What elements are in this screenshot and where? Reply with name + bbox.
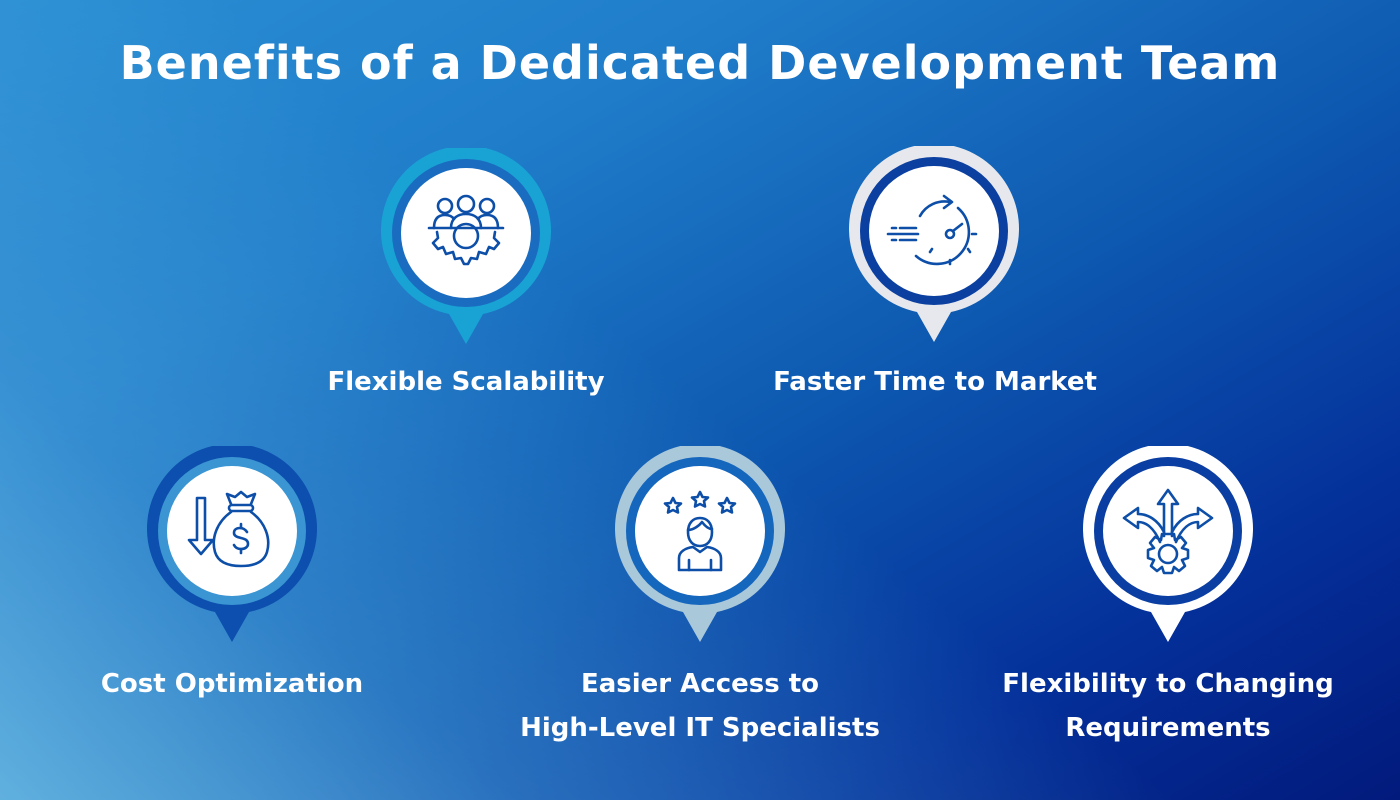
- label-line-2: High-Level IT Specialists: [520, 713, 880, 743]
- icon-circle: [635, 466, 765, 596]
- icon-circle: [167, 466, 297, 596]
- benefit-label-flexibility-changing-requirements: Flexibility to Changing Requirements: [968, 662, 1368, 750]
- benefit-pin-cost-optimization: [147, 446, 317, 642]
- benefit-pin-faster-time-to-market: [849, 146, 1019, 342]
- icon-circle: [1103, 466, 1233, 596]
- benefit-pin-flexible-scalability: [381, 148, 551, 344]
- benefit-label-faster-time-to-market: Faster Time to Market: [773, 367, 1097, 397]
- speed-clock-icon: [886, 194, 978, 266]
- icon-circle: [869, 166, 999, 296]
- benefit-label-cost-optimization: Cost Optimization: [100, 669, 364, 699]
- gear-arrows-icon: [1122, 488, 1214, 575]
- benefit-pin-flexibility-changing-requirements: [1083, 446, 1253, 642]
- money-bag-down-icon: [187, 490, 270, 568]
- label-line-1: Easier Access to: [580, 669, 820, 699]
- team-gear-icon: [427, 194, 505, 266]
- icon-circle: [401, 168, 531, 298]
- expert-stars-icon: [663, 490, 737, 572]
- benefit-label-flexible-scalability: Flexible Scalability: [327, 367, 605, 397]
- label-line-1: Flexibility to Changing: [1002, 669, 1334, 699]
- benefit-label-easier-access-specialists: Easier Access to High-Level IT Specialis…: [480, 662, 920, 750]
- benefit-pin-easier-access-specialists: [615, 446, 785, 642]
- page-title: Benefits of a Dedicated Development Team: [119, 36, 1281, 90]
- label-line-2: Requirements: [1065, 713, 1271, 743]
